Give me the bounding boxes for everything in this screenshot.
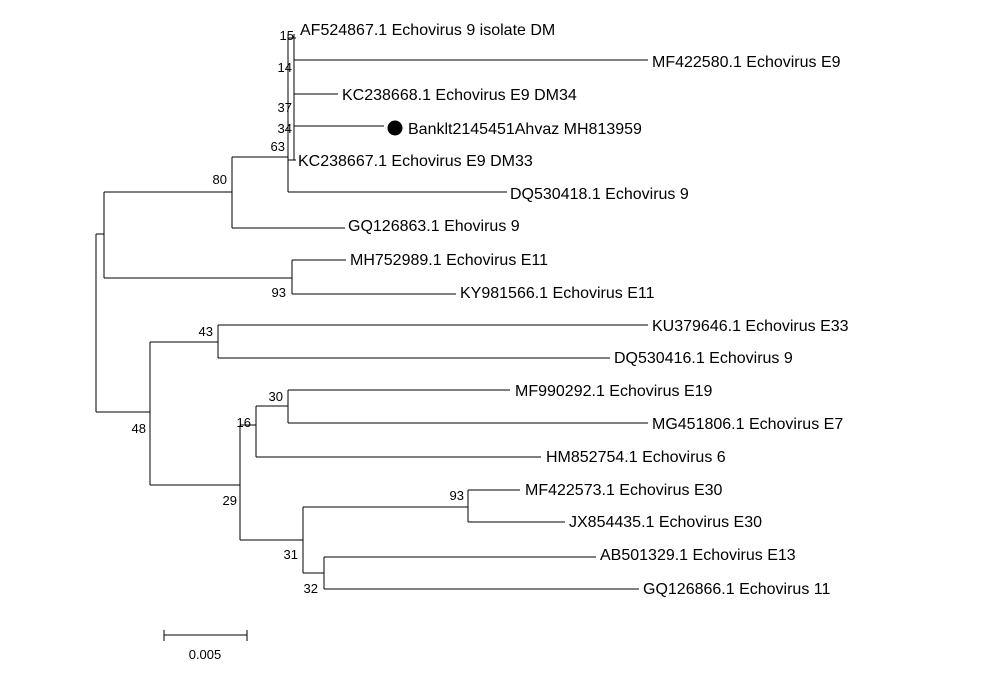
bootstrap-value: 37 xyxy=(278,100,292,115)
bootstrap-value: 80 xyxy=(213,172,227,187)
taxon-label-AB501329: AB501329.1 Echovirus E13 xyxy=(600,547,796,564)
taxon-label-KY981566: KY981566.1 Echovirus E11 xyxy=(460,285,655,302)
scale-bar-label: 0.005 xyxy=(189,647,222,662)
bootstrap-value: 34 xyxy=(278,121,292,136)
taxon-label-DQ530418: DQ530418.1 Echovirus 9 xyxy=(510,186,689,203)
taxon-labels: AF524867.1 Echovirus 9 isolate DM MF4225… xyxy=(298,22,849,598)
bootstrap-value: 14 xyxy=(278,60,292,75)
taxon-label-MG451806: MG451806.1 Echovirus E7 xyxy=(652,416,843,433)
taxon-label-GQ126863: GQ126863.1 Ehovirus 9 xyxy=(348,218,520,235)
tree-branches xyxy=(95,34,648,590)
taxon-label-MH752989: MH752989.1 Echovirus E11 xyxy=(350,252,548,269)
bootstrap-value: 15 xyxy=(280,28,294,43)
taxon-label-KU379646: KU379646.1 Echovirus E33 xyxy=(652,318,849,335)
bootstrap-value: 32 xyxy=(304,581,318,596)
bootstrap-value: 30 xyxy=(269,389,283,404)
taxon-label-DQ530416: DQ530416.1 Echovirus 9 xyxy=(614,350,793,367)
taxon-label-KC238667: KC238667.1 Echovirus E9 DM33 xyxy=(298,153,533,170)
bootstrap-value: 29 xyxy=(223,493,237,508)
bootstrap-value: 31 xyxy=(284,547,298,562)
taxon-label-MF422580: MF422580.1 Echovirus E9 xyxy=(652,54,841,71)
bootstrap-value: 16 xyxy=(237,415,251,430)
taxon-label-AF524867: AF524867.1 Echovirus 9 isolate DM xyxy=(300,22,555,39)
taxon-label-Banklt2145451: Banklt2145451Ahvaz MH813959 xyxy=(408,121,642,138)
highlight-marker-icon xyxy=(387,120,403,136)
bootstrap-value: 93 xyxy=(450,488,464,503)
bootstrap-value: 93 xyxy=(272,285,286,300)
taxon-label-MF990292: MF990292.1 Echovirus E19 xyxy=(515,383,713,400)
bootstrap-value: 43 xyxy=(199,324,213,339)
taxon-label-JX854435: JX854435.1 Echovirus E30 xyxy=(569,514,762,531)
taxon-label-MF422573: MF422573.1 Echovirus E30 xyxy=(525,482,723,499)
scale-bar: 0.005 xyxy=(163,630,248,662)
bootstrap-value: 48 xyxy=(132,421,146,436)
taxon-label-HM852754: HM852754.1 Echovirus 6 xyxy=(546,449,726,466)
bootstrap-values: 15 14 37 34 63 80 93 43 48 30 16 29 93 3… xyxy=(132,28,464,596)
taxon-label-KC238668: KC238668.1 Echovirus E9 DM34 xyxy=(342,87,577,104)
taxon-label-GQ126866: GQ126866.1 Echovirus 11 xyxy=(643,581,830,598)
bootstrap-value: 63 xyxy=(271,139,285,154)
